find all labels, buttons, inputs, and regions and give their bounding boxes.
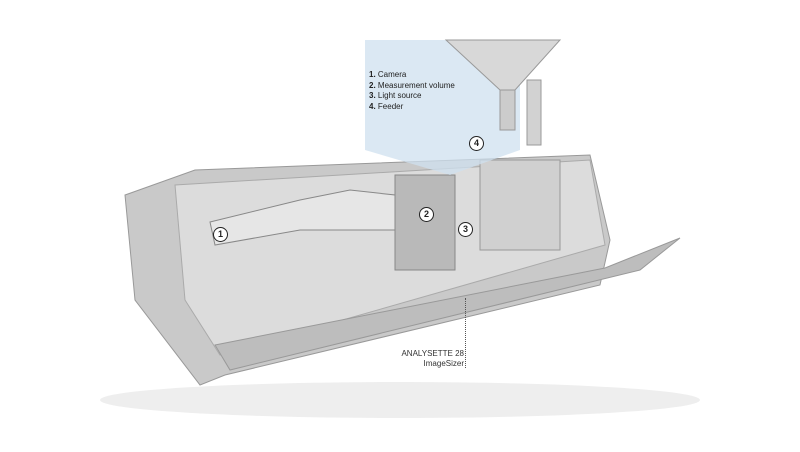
legend-item: 2. Measurement volume [369,80,455,90]
product-leader-line [465,298,466,368]
marker-feeder: 4 [469,136,484,151]
camera-lens [209,189,396,246]
product-subname: ImageSizer [423,359,464,368]
legend-item: 4. Feeder [369,101,404,111]
legend: 1. Camera 2. Measurement volume 3. Light… [369,70,455,112]
legend-item: 3. Light source [369,91,422,100]
marker-light-source: 3 [458,222,473,237]
product-name: ANALYSETTE 28 [401,349,464,358]
legend-item: 1. Camera [369,70,407,79]
marker-measurement-volume: 2 [419,207,434,222]
front-cover [214,237,681,371]
marker-camera: 1 [213,227,228,242]
product-label: ANALYSETTE 28 ImageSizer [401,349,464,369]
